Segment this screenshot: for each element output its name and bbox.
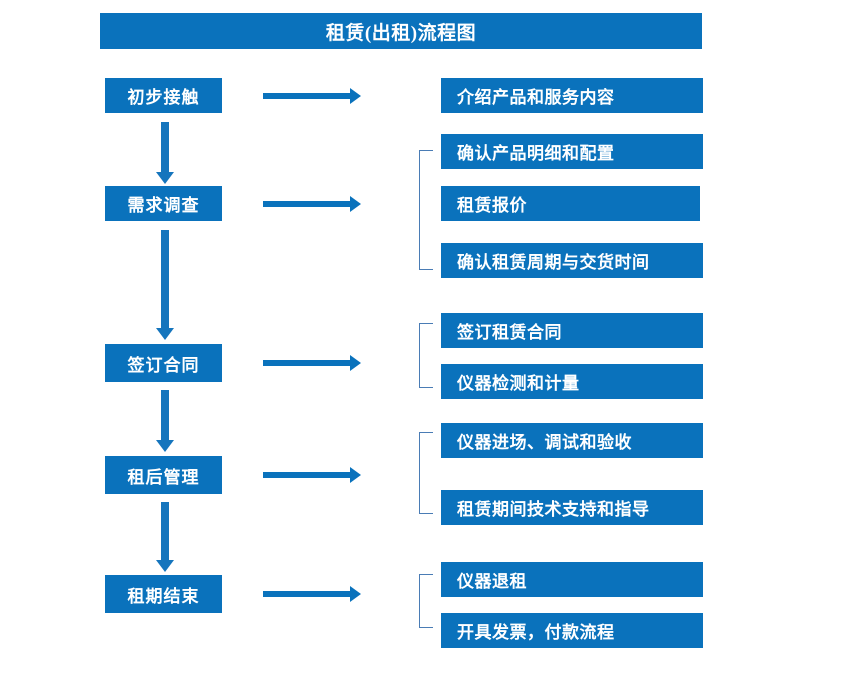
- detail-box-technical-support[interactable]: 租赁期间技术支持和指导: [441, 490, 703, 525]
- stage-box-requirements-survey[interactable]: 需求调查: [105, 186, 222, 221]
- arrow-down-icon-4: [156, 502, 174, 572]
- group-bracket-icon-rental-end: [419, 574, 433, 628]
- stage-box-sign-contract[interactable]: 签订合同: [105, 344, 222, 382]
- arrow-down-icon-1: [156, 122, 174, 184]
- page-title: 租赁(出租)流程图: [100, 13, 702, 49]
- detail-box-invoice-payment[interactable]: 开具发票，付款流程: [441, 613, 703, 648]
- detail-box-confirm-product-details[interactable]: 确认产品明细和配置: [441, 134, 703, 169]
- arrow-right-icon-2: [263, 196, 361, 212]
- detail-box-instrument-inspection[interactable]: 仪器检测和计量: [441, 364, 703, 399]
- group-bracket-icon-management: [419, 432, 433, 514]
- arrow-right-icon-3: [263, 355, 361, 371]
- detail-box-sign-rental-contract[interactable]: 签订租赁合同: [441, 313, 703, 348]
- detail-box-instrument-return[interactable]: 仪器退租: [441, 562, 703, 597]
- arrow-right-icon-4: [263, 467, 361, 483]
- group-bracket-icon-requirements: [419, 150, 433, 270]
- group-bracket-icon-contract: [419, 323, 433, 388]
- stage-box-rental-end[interactable]: 租期结束: [105, 575, 222, 613]
- detail-box-rental-quotation[interactable]: 租赁报价: [441, 186, 700, 221]
- detail-box-introduce-products[interactable]: 介绍产品和服务内容: [441, 78, 703, 113]
- arrow-down-icon-2: [156, 230, 174, 340]
- stage-box-initial-contact[interactable]: 初步接触: [105, 78, 222, 113]
- detail-box-instrument-entry-commissioning[interactable]: 仪器进场、调试和验收: [441, 423, 703, 458]
- stage-box-post-rental-management[interactable]: 租后管理: [105, 456, 222, 494]
- arrow-right-icon-5: [263, 586, 361, 602]
- arrow-right-icon-1: [263, 88, 361, 104]
- arrow-down-icon-3: [156, 390, 174, 452]
- detail-box-confirm-rental-period[interactable]: 确认租赁周期与交货时间: [441, 243, 703, 278]
